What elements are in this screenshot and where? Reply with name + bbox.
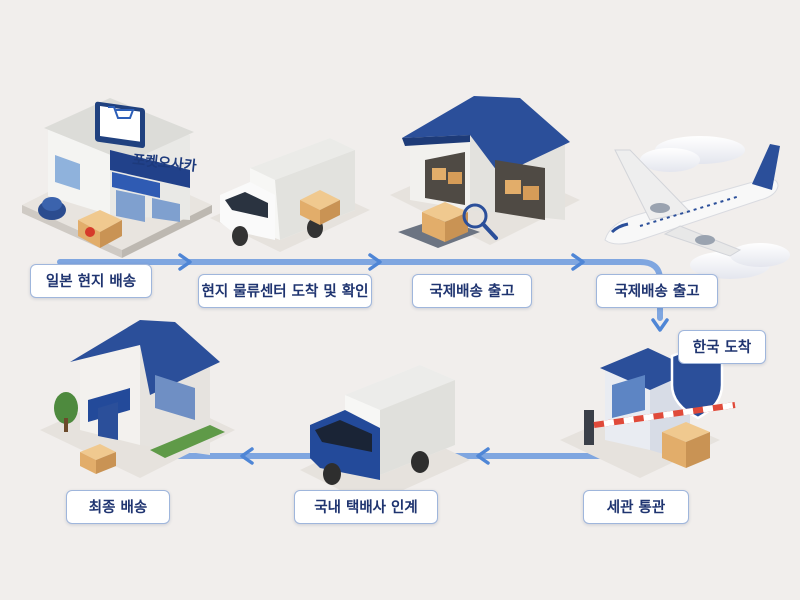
arrow-3 [571,253,585,271]
arrow-4 [651,318,669,332]
step-label-intl-shipping-2: 국제배송 출고 [596,274,718,308]
arrow-5 [476,447,490,465]
store-sign-text: 포켓오사카 [132,151,198,175]
store-illustration [22,98,212,258]
arrow-1 [178,253,192,271]
step-label-logistics-center: 현지 물류센터 도착 및 확인 [198,274,372,308]
arrow-6 [240,447,254,465]
magnifier-icon [462,203,488,229]
warehouse-illustration [390,96,580,248]
cart-icon [108,106,135,119]
step-label-domestic-courier: 국내 택배사 인계 [294,490,438,524]
truck-blue-illustration [300,365,470,505]
step-label-intl-shipping-1: 국제배송 출고 [412,274,532,308]
shield-icon [670,344,724,420]
step-label-customs: 세관 통관 [583,490,689,524]
arrow-2 [368,253,382,271]
customs-gate-illustration [560,344,736,478]
step-label-japan-delivery: 일본 현지 배송 [30,264,152,298]
step-label-final-delivery: 최종 배송 [66,490,170,524]
airplane-illustration [604,136,790,279]
step-label-korea-arrival: 한국 도착 [678,330,766,364]
flow-arrows [178,253,669,465]
house-illustration [40,320,235,478]
truck-white-illustration [210,138,370,252]
